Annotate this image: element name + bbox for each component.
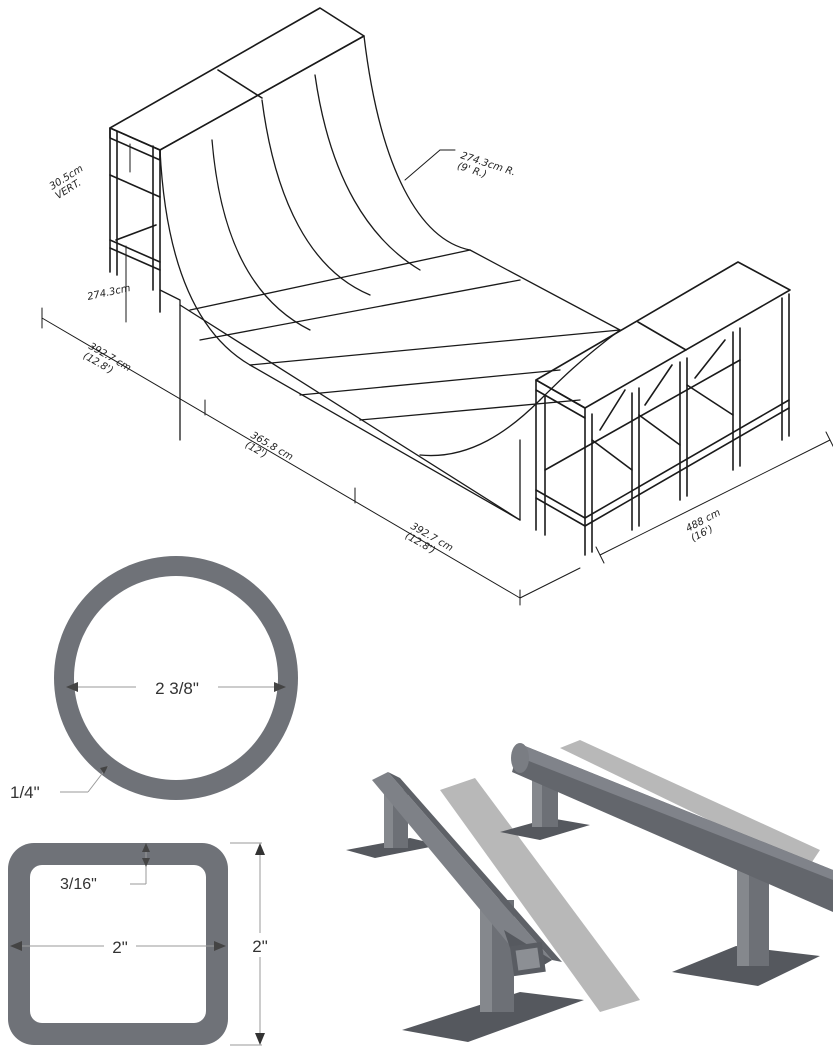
round-rail-shadow <box>560 740 820 868</box>
height-arrow-bottom-icon <box>255 1033 265 1045</box>
width-arrow-right-icon <box>214 941 226 951</box>
diameter-arrow-right-icon <box>274 682 286 692</box>
square-width-label: 2" <box>112 938 128 957</box>
ramp-surface <box>159 35 621 521</box>
square-height-label: 2" <box>252 937 268 956</box>
wall-arrow-top-icon <box>142 843 150 852</box>
diameter-label: 2 3/8" <box>155 679 199 698</box>
round-wall-label: 1/4" <box>10 783 40 802</box>
grind-rails-render <box>346 740 833 1042</box>
square-rail-shadow <box>440 778 640 1012</box>
height-label: 274.3cm <box>86 283 131 303</box>
square-wall-label: 3/16" <box>60 876 97 893</box>
square-tube-section: 3/16" 2" 2" <box>8 842 274 1046</box>
halfpipe-drawing: 30.5cm VERT. 274.3cm R. (9' R.) 274.3cm … <box>41 7 833 606</box>
ramp-dimension-lines <box>41 143 833 606</box>
round-tube-section: 2 3/8" 1/4" <box>10 556 298 802</box>
wall-arrow-bottom-icon <box>142 858 150 867</box>
left-platform <box>109 7 365 313</box>
width-arrow-left-icon <box>10 941 22 951</box>
wall-arrow-icon <box>100 766 108 774</box>
diameter-arrow-left-icon <box>66 682 78 692</box>
height-arrow-top-icon <box>255 843 265 855</box>
round-rail <box>500 743 833 986</box>
right-platform <box>535 261 791 556</box>
square-rail <box>346 772 584 1042</box>
